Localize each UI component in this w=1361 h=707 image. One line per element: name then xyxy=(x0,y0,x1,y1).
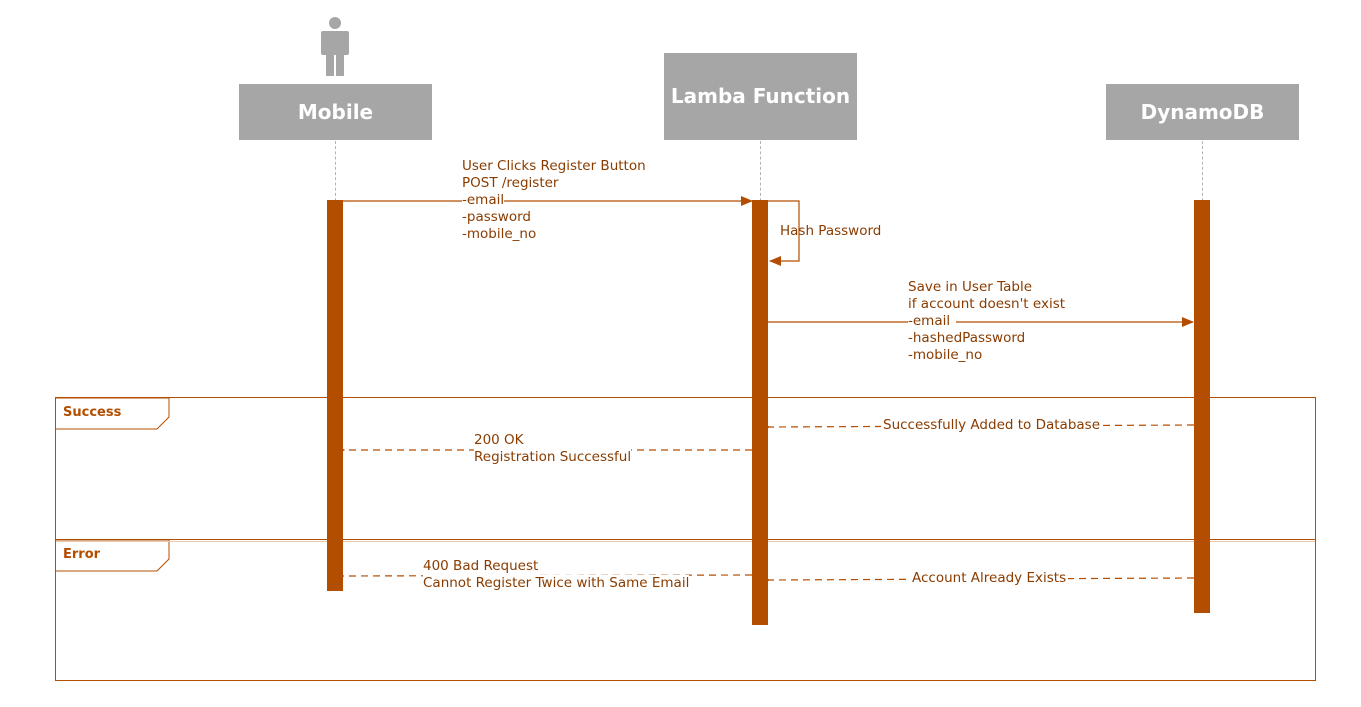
register-line: -email xyxy=(462,192,505,209)
activation-mobile xyxy=(327,200,343,591)
actor-mobile-label: Mobile xyxy=(297,100,374,124)
error-fragment-label: Error xyxy=(63,547,101,562)
db-exists-message-label: Account Already Exists xyxy=(910,570,1069,587)
bad-request-line: 400 Bad Request xyxy=(423,558,539,575)
save-line: Save in User Table xyxy=(908,279,1032,295)
activation-dynamodb xyxy=(1194,200,1210,613)
db-success-message-label: Successfully Added to Database xyxy=(881,417,1102,434)
ok-line: 200 OK xyxy=(474,432,524,448)
error-fragment-tag xyxy=(56,539,170,572)
lifeline-mobile xyxy=(335,141,336,201)
actor-dynamodb-label: DynamoDB xyxy=(1140,100,1265,124)
actor-lambda-label: Lamba Function xyxy=(670,84,851,108)
register-line: -password xyxy=(462,209,531,225)
success-fragment-label: Success xyxy=(63,405,122,420)
bad-request-message-label: 400 Bad Request Cannot Register Twice wi… xyxy=(423,558,690,592)
db-success-arrow xyxy=(769,425,1195,427)
success-fragment xyxy=(55,397,1316,540)
hash-message-label: Hash Password xyxy=(780,223,882,239)
ok-message-label: 200 OK Registration Successful xyxy=(474,432,632,466)
error-fragment xyxy=(55,539,1316,681)
actor-mobile: Mobile xyxy=(239,84,432,140)
lifeline-dynamodb xyxy=(1202,141,1203,201)
lifeline-lambda xyxy=(760,141,761,201)
save-line: -email xyxy=(908,313,957,330)
register-message-label: User Clicks Register Button POST /regist… xyxy=(462,158,646,243)
person-icon xyxy=(321,17,349,76)
hash-arrow xyxy=(767,200,800,266)
register-line: User Clicks Register Button xyxy=(462,158,646,174)
success-fragment-tag xyxy=(56,397,170,430)
fragment-divider xyxy=(56,541,1315,542)
register-line: POST /register xyxy=(462,175,559,191)
save-line: -hashedPassword xyxy=(908,330,1026,346)
save-message-label: Save in User Table if account doesn't ex… xyxy=(908,279,1065,364)
db-exists-arrow xyxy=(769,578,1195,580)
register-line: -mobile_no xyxy=(462,226,537,242)
bad-request-line: Cannot Register Twice with Same Email xyxy=(423,575,690,592)
activation-lambda xyxy=(752,200,768,625)
actor-lambda: Lamba Function xyxy=(664,53,857,140)
actor-dynamodb: DynamoDB xyxy=(1106,84,1299,140)
save-line: -mobile_no xyxy=(908,347,983,363)
save-line: if account doesn't exist xyxy=(908,296,1066,312)
ok-line: Registration Successful xyxy=(474,449,632,466)
